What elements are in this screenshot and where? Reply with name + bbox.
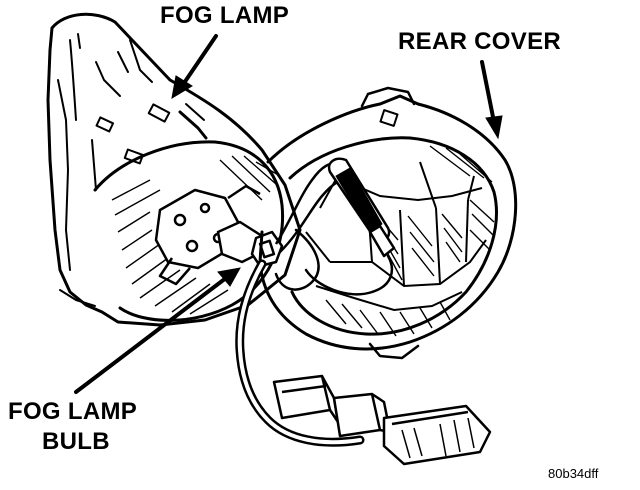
fog-lamp-label: FOG LAMP (160, 2, 290, 29)
housing-shading (111, 155, 281, 315)
fog-lamp-bulb-arrow (74, 276, 228, 394)
rear-cover-arrow (480, 60, 496, 124)
fog-lamp-housing (46, 12, 302, 327)
figure-id: 80b34dff (548, 466, 599, 481)
rear-cover-socket (327, 157, 396, 258)
harness-connector-2 (332, 392, 392, 438)
rear-cover-ribs (305, 161, 487, 312)
fog-lamp-bulb-label-line1: FOG LAMP (8, 398, 138, 425)
bulb-socket-bracket (154, 184, 261, 286)
fog-lamp-arrow (180, 34, 218, 88)
fog-lamp-bulb-label-line2: BULB (42, 428, 110, 455)
harness-end-plug (382, 404, 492, 466)
harness-connector-1 (272, 374, 340, 424)
rear-cover-label: REAR COVER (398, 28, 562, 55)
callout-arrows (74, 34, 503, 394)
wire-harness (235, 228, 393, 447)
rear-cover (258, 86, 518, 360)
